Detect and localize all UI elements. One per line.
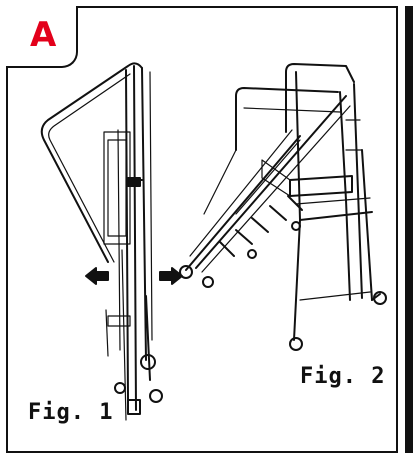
fig1-folded-ladder-drawing [40, 62, 183, 421]
panel-frame [6, 6, 398, 453]
figure-2-label: Fig. 2 [300, 364, 386, 389]
figure-1-label: Fig. 1 [28, 400, 114, 425]
page-edge-bar [405, 6, 413, 453]
panel-badge: A [30, 15, 57, 55]
fig2-open-ladder-drawing [179, 63, 387, 351]
badge-tab [6, 6, 78, 68]
